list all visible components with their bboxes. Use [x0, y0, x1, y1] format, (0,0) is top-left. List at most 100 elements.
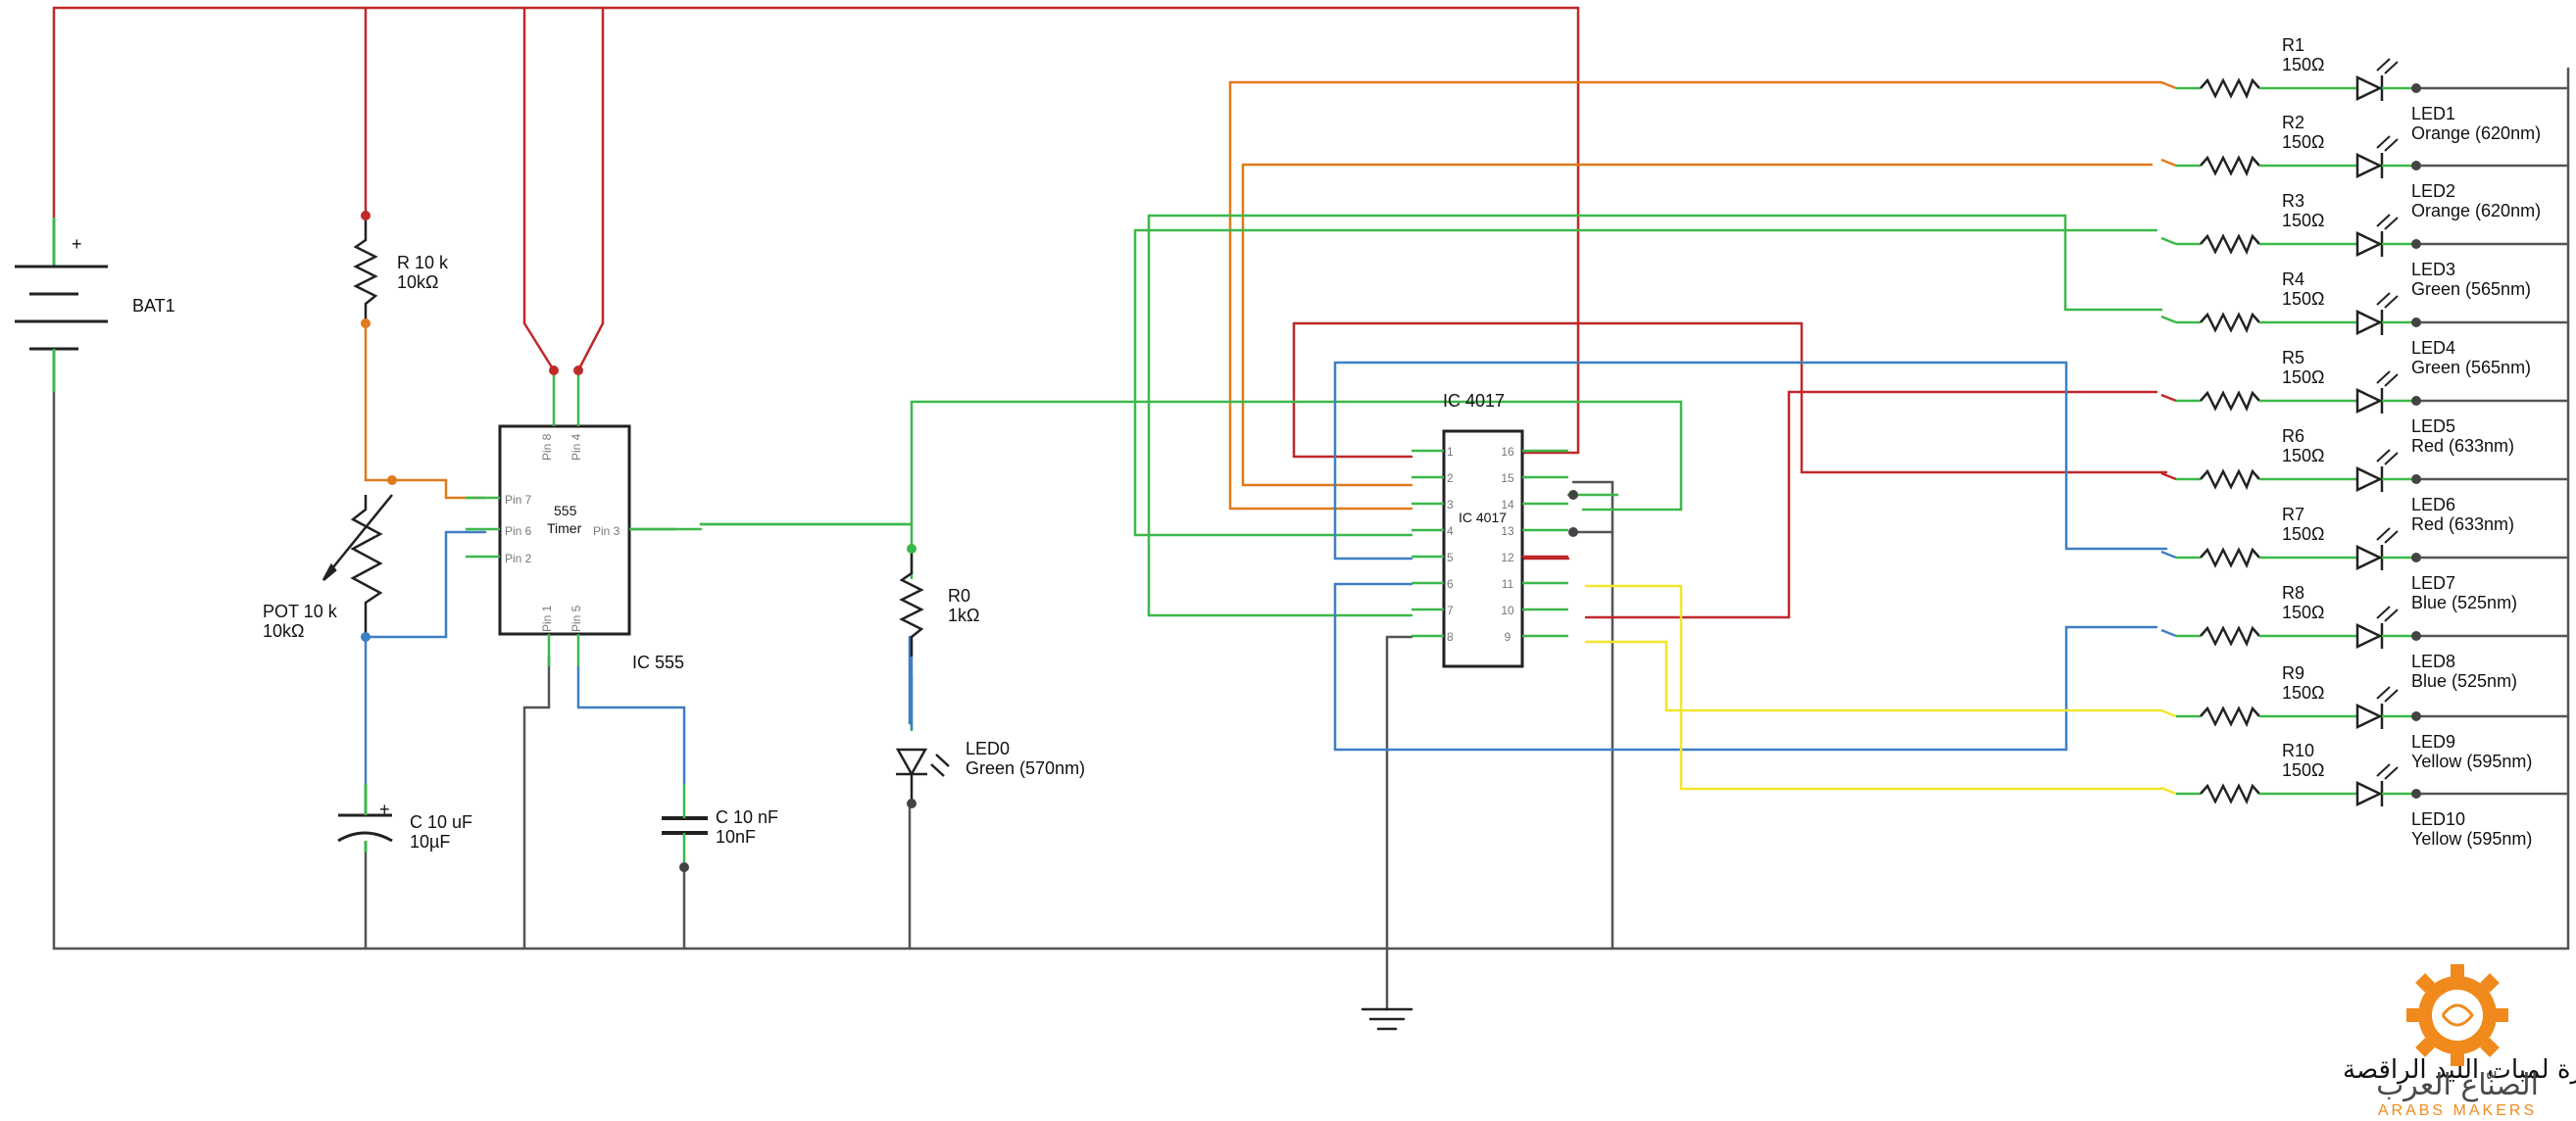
led-value: Green (565nm) [2411, 358, 2531, 377]
ic4017-left-pin-number: 1 [1447, 445, 1454, 459]
pot-value: 10kΩ [263, 621, 304, 641]
light-arrow [2384, 530, 2399, 544]
node-dot [2411, 631, 2421, 641]
resistor-value: 150Ω [2282, 132, 2325, 152]
node-dot [2411, 396, 2421, 406]
light-arrow [2384, 61, 2399, 74]
led-value: Blue (525nm) [2411, 671, 2517, 691]
resistor-value: 150Ω [2282, 367, 2325, 387]
ic4017-left-pin-number: 8 [1447, 630, 1454, 644]
resistor-name: R4 [2282, 269, 2304, 289]
light-arrow [2376, 449, 2391, 463]
pot-name: POT 10 k [263, 602, 338, 621]
channel-wire [2160, 708, 2177, 718]
channel-wire [2160, 628, 2177, 638]
led0-name: LED0 [966, 739, 1010, 758]
ic4017-label: IC 4017 [1443, 391, 1505, 411]
light-arrow [2384, 689, 2399, 703]
led-value: Blue (525nm) [2411, 593, 2517, 612]
resistor-value: 150Ω [2282, 55, 2325, 74]
channel-wire [2160, 158, 2177, 168]
node-dot [361, 211, 371, 220]
ground-symbol [1361, 1007, 1413, 1031]
battery-plus: + [72, 234, 82, 254]
resistor-value: 150Ω [2282, 289, 2325, 309]
brand-arabic: الصنّاع العرب [2376, 1068, 2539, 1102]
r10k-value: 10kΩ [397, 272, 438, 292]
resistor-value: 150Ω [2282, 211, 2325, 230]
led-name: LED9 [2411, 732, 2455, 752]
resistor-symbol [2200, 312, 2260, 334]
light-arrow [2376, 686, 2391, 700]
ic4017-right-pin-number: 11 [1502, 577, 1514, 591]
node-dot [1568, 527, 1578, 537]
resistor-value: 150Ω [2282, 683, 2325, 703]
ic4017-right-pin-number: 12 [1501, 551, 1514, 564]
led0-value: Green (570nm) [966, 758, 1085, 778]
light-arrow [2376, 527, 2391, 541]
resistor-name: R1 [2282, 35, 2304, 55]
ic4017-left-pin-number: 6 [1447, 577, 1454, 591]
c10n-name: C 10 nF [716, 807, 778, 827]
resistor-symbol [2200, 706, 2260, 728]
c10n-value: 10nF [716, 827, 756, 847]
resistor-name: R3 [2282, 191, 2304, 211]
timer-output-wire [625, 522, 914, 732]
resistor-name: R6 [2282, 426, 2304, 446]
ic4017-right-pin-number: 15 [1501, 471, 1514, 485]
potentiometer-symbol [322, 494, 393, 637]
led-diode [2355, 153, 2383, 178]
resistor-value: 150Ω [2282, 446, 2325, 465]
channel-wire [2160, 471, 2177, 481]
ic555-pin3: Pin 3 [593, 524, 620, 538]
led-value: Green (565nm) [2411, 279, 2531, 299]
node-dot [907, 799, 916, 808]
c10u-name: C 10 uF [410, 812, 472, 832]
node-dot [361, 632, 371, 642]
node-dot [907, 544, 916, 554]
ic555-pin7: Pin 7 [505, 493, 532, 507]
c10u-value: 10µF [410, 832, 450, 852]
node-dot [2411, 239, 2421, 249]
led-name: LED2 [2411, 181, 2455, 201]
led-value: Red (633nm) [2411, 436, 2514, 456]
r0-value: 1kΩ [948, 606, 979, 625]
light-arrow [2376, 214, 2391, 227]
ic4017-left-pin-number: 4 [1447, 524, 1454, 538]
node-dot [1568, 490, 1578, 500]
led-name: LED3 [2411, 260, 2455, 279]
ic4017-chip-text: IC 4017 [1459, 510, 1507, 525]
led-diode [2355, 781, 2383, 806]
ic4017-right-pin-number: 9 [1505, 630, 1511, 644]
led-value: Orange (620nm) [2411, 123, 2541, 143]
channel-wire [2160, 80, 2177, 90]
light-arrow [2384, 609, 2399, 622]
r10k-name: R 10 k [397, 253, 449, 272]
c10u-plus: + [379, 800, 390, 819]
r0-name: R0 [948, 586, 970, 606]
yellow-wires [1584, 584, 2163, 791]
resistor-symbol [2200, 390, 2260, 413]
led-diode [2355, 310, 2383, 335]
led0-diode [895, 657, 950, 804]
led-diode [2355, 388, 2383, 414]
channel-wire [2160, 236, 2177, 246]
ic4017-right-pin-number: 16 [1501, 445, 1514, 459]
led-name: LED6 [2411, 495, 2455, 514]
node-dot [2411, 711, 2421, 721]
node-dot [2411, 553, 2421, 562]
led-diode [2355, 623, 2383, 649]
node-dot [2411, 83, 2421, 93]
resistor-symbol [2200, 155, 2260, 177]
ic4017-left-pin-number: 5 [1447, 551, 1454, 564]
led-diode [2355, 545, 2383, 570]
led-value: Orange (620nm) [2411, 201, 2541, 220]
